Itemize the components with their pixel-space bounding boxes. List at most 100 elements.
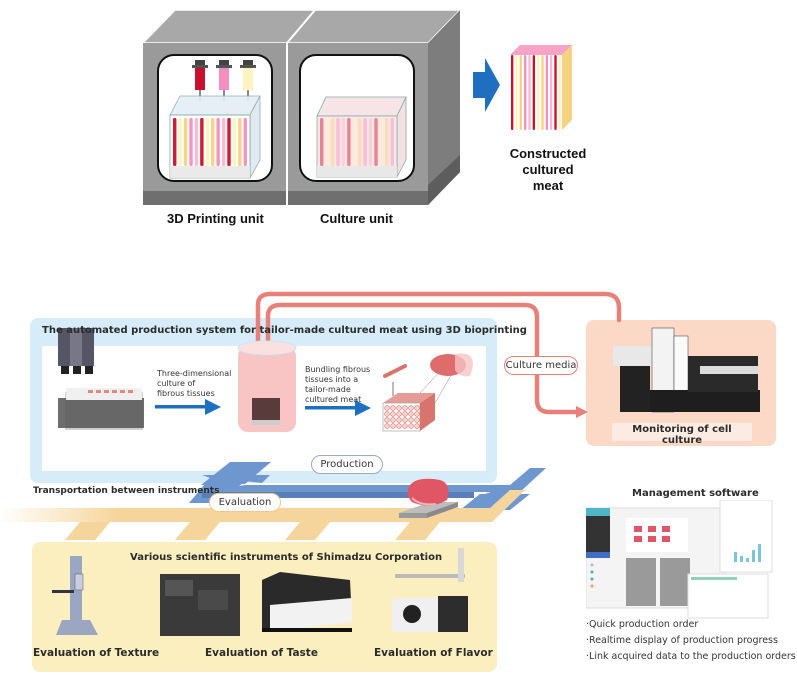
software-title: Management software: [632, 488, 759, 499]
tissue-fiber: [325, 118, 329, 166]
software-feature-list: ·Quick production order ·Realtime displa…: [586, 617, 796, 665]
fiber-end: [402, 417, 408, 423]
evaluation-track-label: Evaluation: [209, 493, 281, 512]
fiber-bundle: [382, 353, 473, 432]
flow-arrow-icon: [155, 399, 221, 415]
step2-description: Bundling fibrous tissues into a tailor-m…: [305, 365, 370, 405]
tissue-fiber: [320, 118, 324, 166]
hplc-instrument: [160, 574, 240, 636]
culture-unit-label: Culture unit: [320, 211, 393, 226]
lc-ms-instrument: [613, 327, 760, 413]
production-system-title: The automated production system for tail…: [42, 325, 527, 336]
fiber-end: [396, 411, 402, 417]
fiber-end: [414, 417, 420, 423]
fiber-end: [384, 417, 390, 423]
fiber-end: [408, 411, 414, 417]
step2-line: cultured meat: [305, 395, 362, 404]
tissue-fiber: [200, 118, 204, 166]
bottom-diagram: [0, 291, 776, 672]
tissue-fiber: [221, 118, 226, 166]
tissue-fiber: [558, 55, 561, 130]
tissue-fiber: [524, 55, 527, 130]
tissue-fiber: [541, 55, 544, 130]
culture-media-label: Culture media: [504, 356, 578, 375]
constructed-meat-label: Constructed cultured meat: [508, 146, 588, 194]
fiber-end: [390, 405, 396, 411]
pipe-arrowhead-icon: [576, 406, 588, 418]
tissue-fiber: [368, 118, 373, 166]
culture-vessel: [237, 340, 297, 432]
tissue-fiber: [336, 118, 340, 166]
step1-line: Three-dimensional: [157, 369, 232, 378]
tissue-fiber: [515, 55, 518, 130]
tissue-fiber: [545, 55, 548, 130]
fiber-end: [384, 423, 390, 429]
tissue-fiber: [352, 118, 356, 166]
software-feature: ·Link acquired data to the production or…: [586, 651, 796, 662]
monitoring-caption-bg: [612, 423, 752, 441]
fiber-end: [384, 411, 390, 417]
management-software-screenshot: [586, 500, 773, 619]
evaluation-track: [0, 490, 525, 540]
constructed-meat-label-line1: Constructed: [509, 146, 587, 161]
bioprinter-machine: [58, 328, 144, 430]
tissue-fiber: [194, 118, 199, 166]
tissue-fiber: [341, 118, 346, 166]
tissue-fiber: [550, 55, 553, 130]
fiber-end: [396, 417, 402, 423]
texture-caption: Evaluation of Texture: [33, 647, 160, 659]
lcms-instrument: [262, 572, 352, 632]
step1-line: culture of: [157, 379, 196, 388]
fiber-end: [396, 405, 402, 411]
constructed-meat-label-line2: cultured meat: [522, 162, 574, 193]
tissue-fiber: [173, 118, 177, 166]
fiber-end: [390, 417, 396, 423]
tissue-fiber: [511, 55, 514, 130]
tissue-fiber: [528, 55, 531, 130]
tissue-fiber: [347, 118, 351, 166]
fiber-end: [390, 411, 396, 417]
tissue-fiber: [183, 118, 188, 166]
fiber-end: [384, 405, 390, 411]
cultured-meat-block: [510, 45, 572, 130]
tissue-fiber: [243, 118, 247, 166]
fiber-end: [402, 405, 408, 411]
taste-caption: Evaluation of Taste: [205, 647, 318, 659]
flow-arrow-icon: [305, 400, 371, 416]
software-feature: ·Realtime display of production progress: [586, 635, 778, 646]
flavor-caption: Evaluation of Flavor: [374, 647, 493, 659]
tissue-fiber: [178, 118, 182, 166]
tissue-fiber: [390, 118, 394, 166]
tissue-fiber: [537, 55, 540, 130]
fiber-end: [414, 405, 420, 411]
step1-line: fibrous tissues: [157, 389, 215, 398]
cabinet-side: [428, 10, 460, 205]
tissue-fiber: [374, 118, 378, 166]
meat-sample-tray: [399, 478, 458, 518]
tissue-fiber: [385, 118, 389, 166]
fiber-end: [402, 411, 408, 417]
step2-line: Bundling fibrous: [305, 365, 371, 374]
fiber-end: [414, 423, 420, 429]
culture-media-pipes: [255, 291, 622, 415]
tissue-fiber: [379, 118, 384, 166]
tissue-fiber: [330, 118, 335, 166]
tissue-fiber: [554, 55, 557, 130]
printing-tissue-cube: [169, 95, 261, 180]
tissue-fiber: [238, 118, 242, 166]
tissue-fiber: [227, 118, 231, 166]
software-feature: ·Quick production order: [586, 619, 699, 630]
production-track-label: Production: [311, 455, 383, 474]
tissue-fiber: [211, 118, 215, 166]
gcms-instrument: [392, 548, 468, 632]
fiber-end: [408, 405, 414, 411]
texture-analyzer: [52, 556, 98, 635]
printing-unit-label: 3D Printing unit: [167, 211, 264, 226]
transport-label: Transportation between instruments: [33, 486, 220, 496]
fiber-end: [390, 423, 396, 429]
step1-description: Three-dimensional culture of fibrous tis…: [157, 369, 231, 399]
fiber-end: [414, 411, 420, 417]
tissue-fiber: [363, 118, 367, 166]
culture-tissue-cube: [316, 96, 407, 178]
tissue-fiber: [216, 118, 220, 166]
